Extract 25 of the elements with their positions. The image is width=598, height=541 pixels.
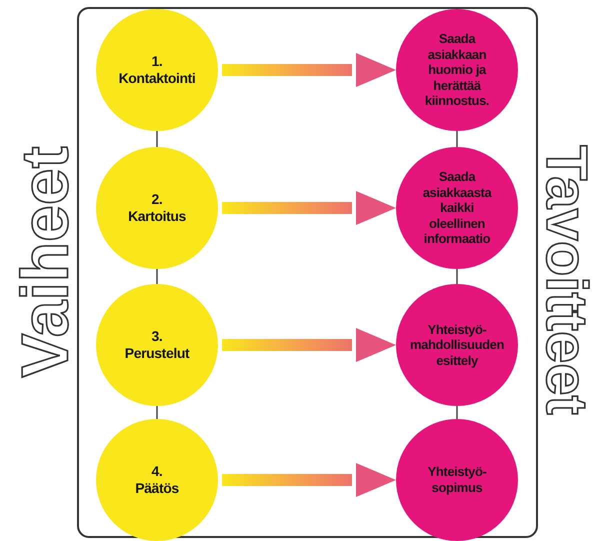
connector-line [456, 406, 458, 419]
side-heading: Tavoitteet [536, 145, 595, 415]
step-number: 2. [152, 191, 162, 208]
step-number: 3. [152, 328, 162, 345]
step-title: Kartoitus [128, 208, 186, 225]
connector-line [156, 406, 158, 419]
goal-text: Yhteistyö-sopimus [426, 464, 488, 496]
side-heading: Vaiheet [11, 146, 78, 378]
gradient-arrow [222, 53, 396, 87]
step-title: Perustelut [124, 345, 190, 362]
step-number: 4. [152, 463, 162, 480]
goal-text: Saada asiakkaan huomio ja herättää kiinnostus. [424, 31, 490, 109]
gradient-arrow [222, 463, 396, 497]
gradient-arrow [222, 191, 396, 225]
step-title: Päätös [135, 480, 179, 497]
gradient-arrow [222, 328, 396, 362]
frame-box [77, 7, 538, 538]
connector-line [156, 131, 158, 147]
goal-text: Saada asiakkaasta kaikki oleellinen informaatio [422, 169, 493, 247]
connector-line [456, 131, 458, 147]
step-number: 1. [152, 53, 162, 70]
step-title: Kontaktointi [118, 70, 196, 87]
goal-text: Yhteistyö-mahdollisuuden esittely [410, 322, 504, 368]
connector-line [456, 269, 458, 284]
connector-line [156, 269, 158, 284]
